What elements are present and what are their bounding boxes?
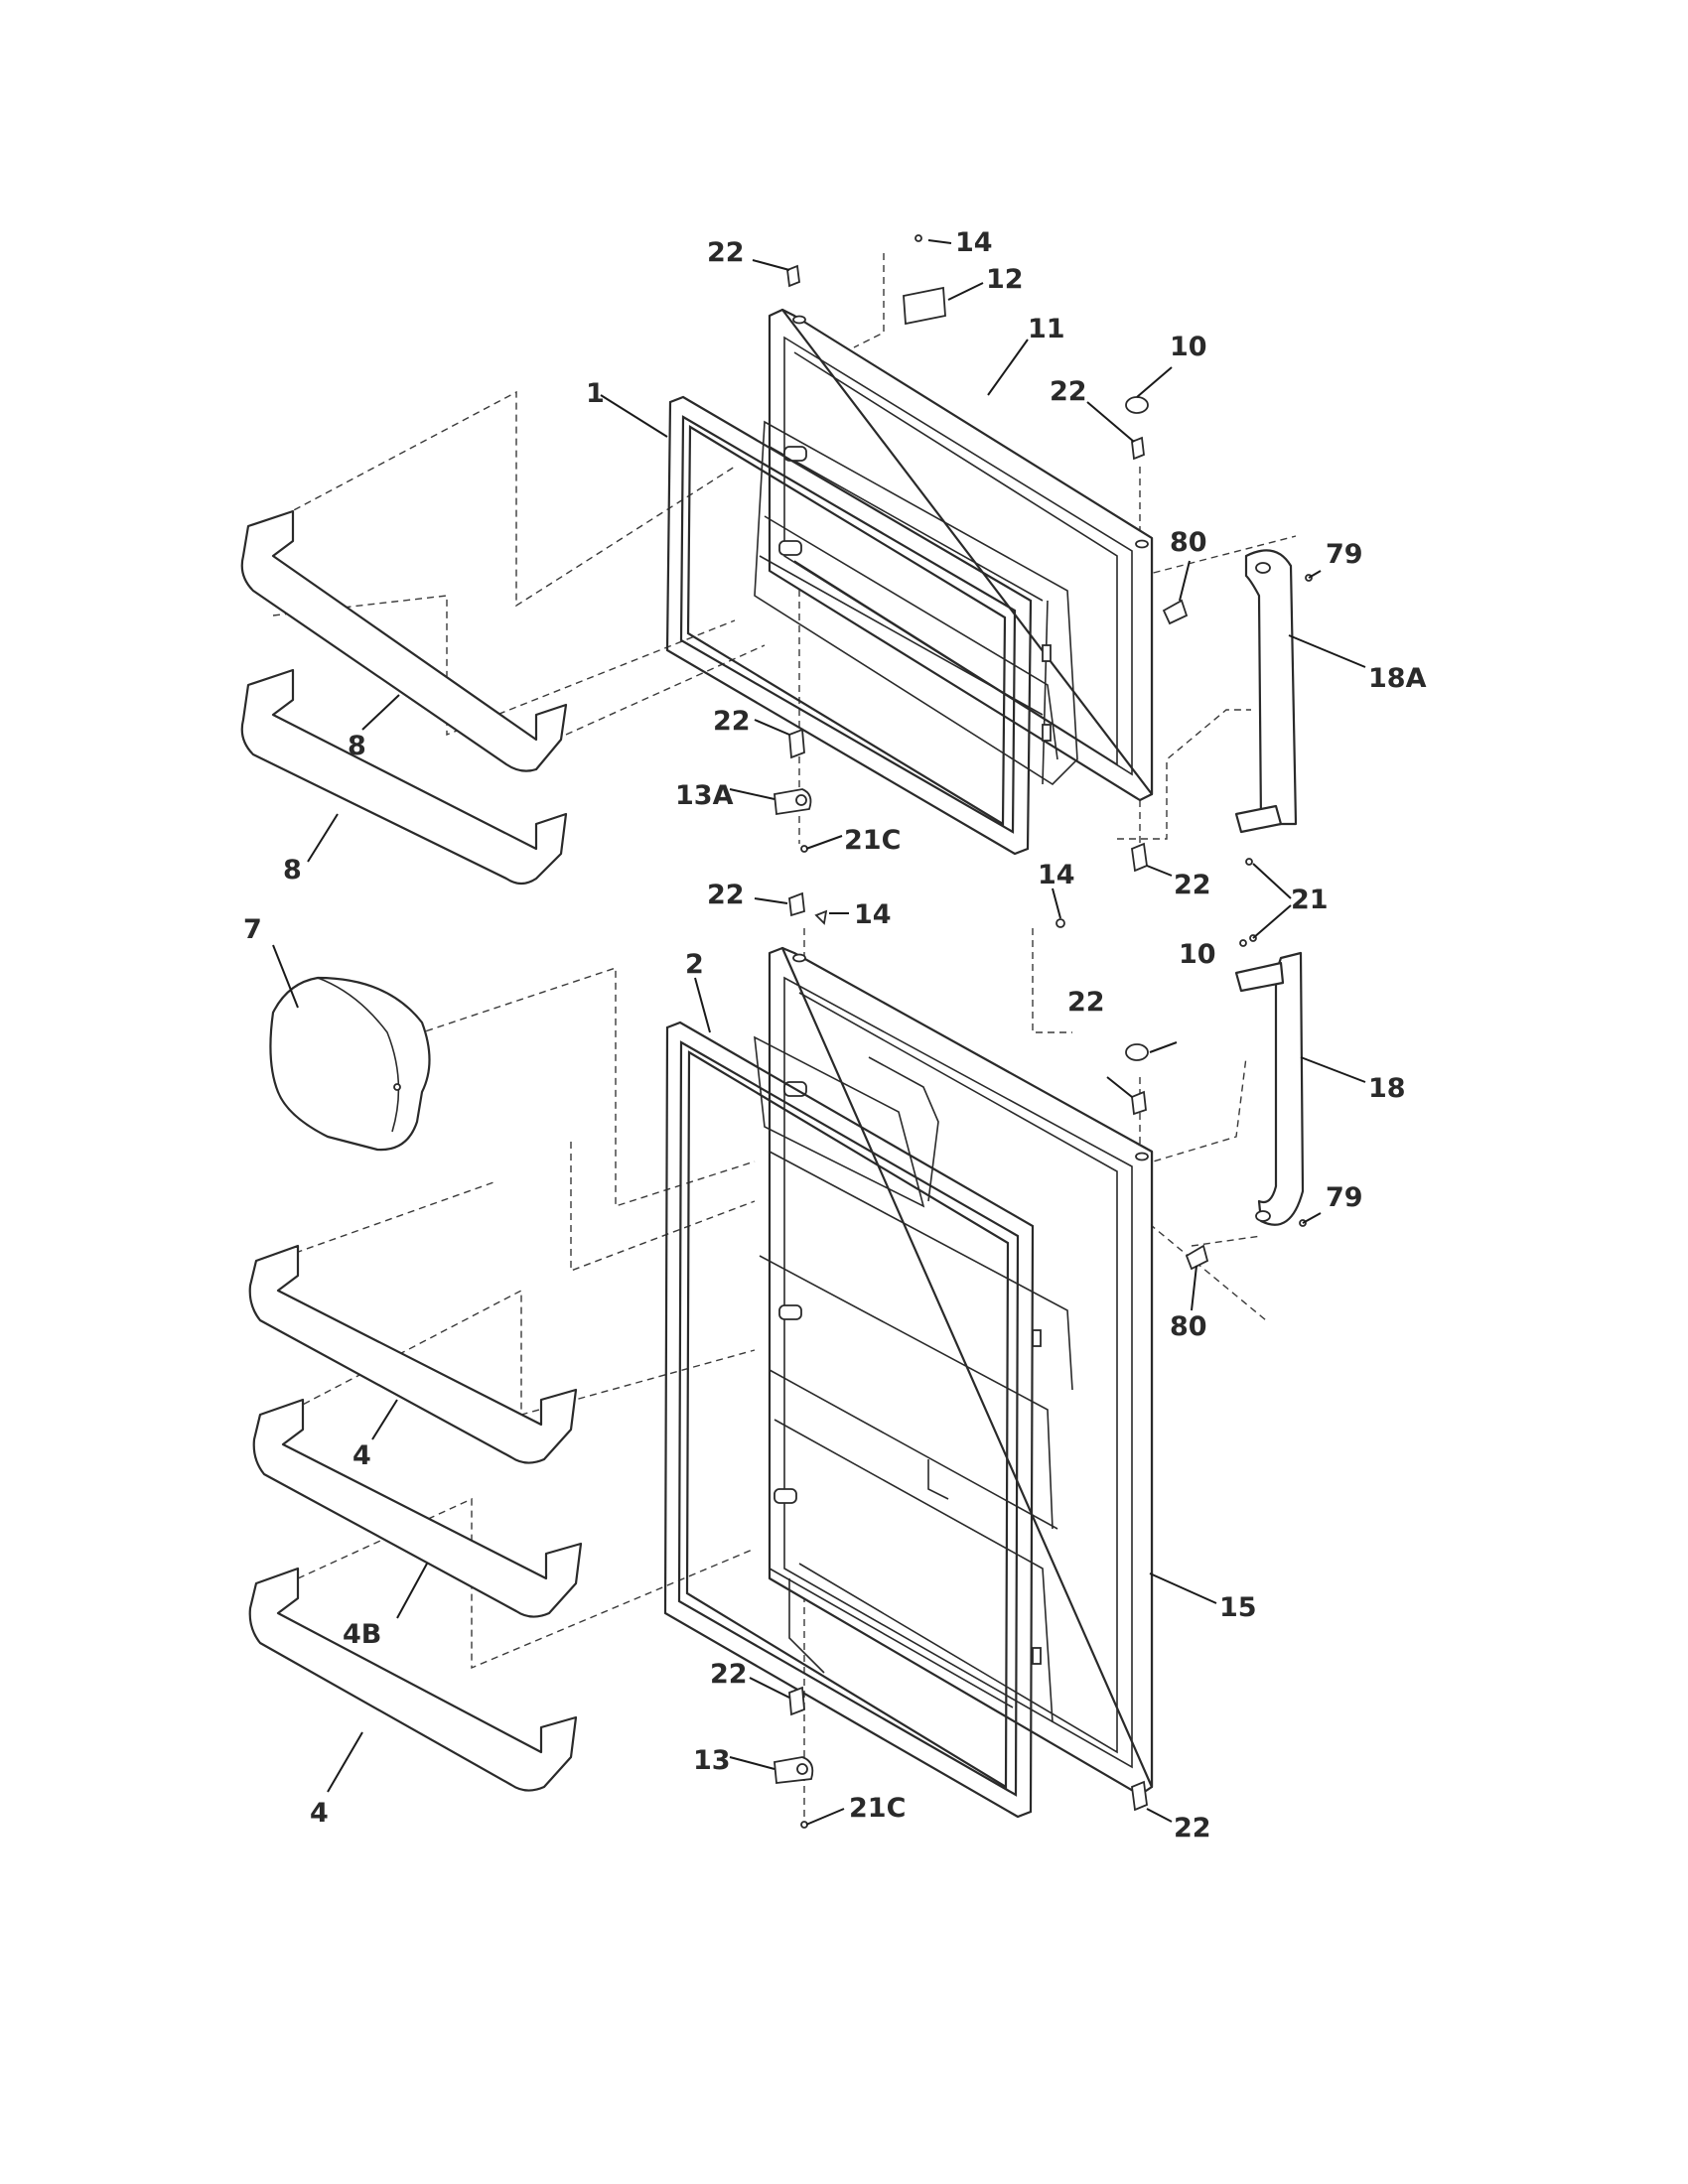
callout-22-upper-right: 22 — [1050, 376, 1087, 407]
callout-22-fresh-top: 22 — [707, 880, 745, 910]
callout-4-lower: 4 — [310, 1798, 329, 1829]
callout-8-upper: 8 — [348, 731, 366, 761]
freezer-handle — [1234, 549, 1298, 834]
fresh-food-door-gasket — [663, 1021, 1035, 1819]
callout-80-upper: 80 — [1170, 527, 1207, 558]
callout-12: 12 — [986, 264, 1024, 295]
callout-13A: 13A — [675, 780, 734, 811]
callout-11: 11 — [1028, 314, 1065, 344]
callout-79-lower: 79 — [1326, 1182, 1363, 1213]
freezer-door-gasket — [665, 395, 1033, 856]
fresh-food-shelf-3 — [248, 1567, 578, 1792]
fresh-food-shelf-2 — [252, 1398, 583, 1618]
callout-2: 2 — [685, 949, 704, 980]
freezer-shelf-lower — [240, 668, 568, 886]
callout-18A: 18A — [1368, 663, 1427, 694]
callout-21C-lower: 21C — [849, 1793, 906, 1824]
callout-22-fresh-hinge: 22 — [1174, 1813, 1211, 1843]
leader-lines — [272, 239, 1366, 1826]
fresh-food-handle — [1234, 951, 1305, 1226]
callout-4B: 4B — [343, 1619, 381, 1650]
callout-22-top-left: 22 — [707, 237, 745, 268]
callout-8-lower: 8 — [283, 855, 302, 886]
callout-22-freezer-bottom: 22 — [713, 706, 751, 737]
callout-18: 18 — [1368, 1073, 1406, 1104]
callout-22-freezer-hinge: 22 — [1174, 870, 1211, 900]
callout-15: 15 — [1219, 1592, 1257, 1623]
callout-1: 1 — [586, 378, 605, 409]
callout-14-upper-right: 14 — [1038, 860, 1075, 890]
callout-21C-upper: 21C — [844, 825, 901, 856]
freezer-shelf-upper — [240, 509, 568, 772]
callout-21: 21 — [1291, 885, 1329, 915]
callout-7: 7 — [243, 914, 262, 945]
hardware — [774, 234, 1313, 1829]
callout-10-upper: 10 — [1170, 332, 1207, 362]
callout-4-upper: 4 — [352, 1440, 371, 1471]
callout-79-upper: 79 — [1326, 539, 1363, 570]
callout-80-lower: 80 — [1170, 1311, 1207, 1342]
callout-22-fresh-right: 22 — [1067, 987, 1105, 1018]
dairy-door — [269, 976, 431, 1152]
callout-13: 13 — [693, 1745, 731, 1776]
callout-14-mid: 14 — [854, 899, 892, 930]
callout-22-fresh-bottom: 22 — [710, 1659, 748, 1690]
callout-14-top: 14 — [955, 227, 993, 258]
fresh-food-shelf-1 — [248, 1244, 578, 1464]
freezer-door — [754, 308, 1154, 802]
callout-labels: 14 22 12 11 10 22 1 80 79 18A 8 22 13A 2… — [243, 227, 1427, 1843]
fresh-food-door — [754, 946, 1154, 1797]
callout-10-lower: 10 — [1179, 939, 1216, 970]
